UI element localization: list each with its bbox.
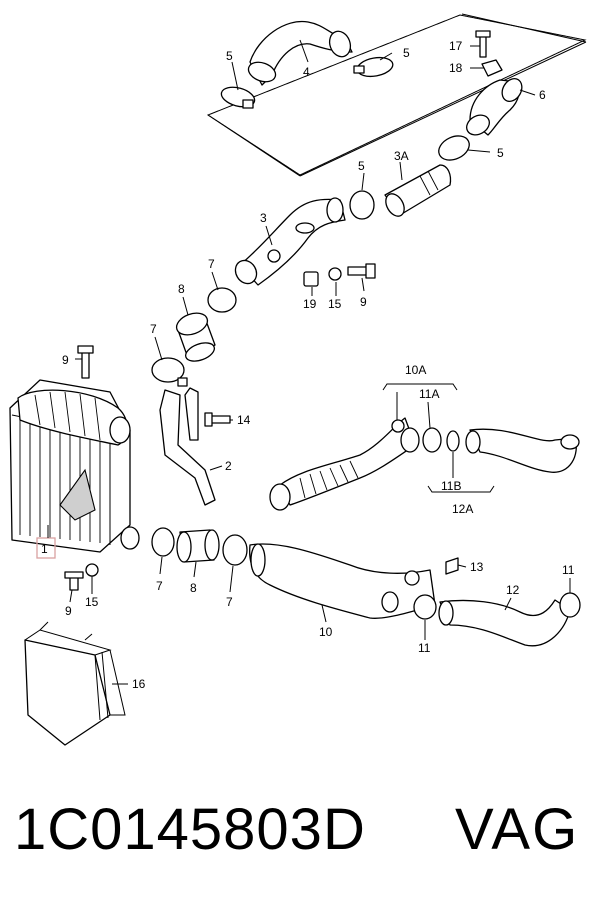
label-18: 18 bbox=[449, 61, 463, 75]
bracket-2 bbox=[159, 387, 216, 506]
clamp-11-mid bbox=[413, 594, 437, 620]
clamp-7-lower-right bbox=[222, 534, 248, 566]
part-1-highlight bbox=[36, 537, 56, 559]
bolt-9-intercooler bbox=[77, 345, 94, 379]
bracket-18 bbox=[481, 59, 503, 77]
label-4: 4 bbox=[303, 65, 310, 79]
label-11b: 11B bbox=[441, 479, 461, 493]
pipe-10a bbox=[269, 417, 420, 511]
label-15-upper: 15 bbox=[328, 297, 342, 311]
hose-12a bbox=[465, 428, 580, 473]
label-3: 3 bbox=[260, 211, 267, 225]
leader-lines bbox=[47, 39, 571, 685]
clamp-5-mid bbox=[349, 190, 375, 220]
caption-bar: 1C0145803D VAG bbox=[0, 790, 600, 900]
label-11a: 11A bbox=[419, 387, 439, 401]
label-9-lower: 9 bbox=[65, 604, 72, 618]
label-3a: 3A bbox=[394, 149, 409, 163]
label-7-upper: 7 bbox=[208, 257, 215, 271]
clamp-7-upper bbox=[207, 287, 237, 313]
ring-11a bbox=[422, 427, 442, 453]
air-duct-16 bbox=[24, 621, 126, 746]
pipe-3 bbox=[234, 197, 346, 286]
label-7-lower-right: 7 bbox=[226, 595, 233, 609]
washer-15-upper bbox=[328, 267, 342, 281]
group-bracket-12a bbox=[427, 485, 495, 493]
label-8-upper: 8 bbox=[178, 282, 185, 296]
label-17: 17 bbox=[449, 39, 463, 53]
nut-19 bbox=[303, 271, 319, 287]
label-10a: 10A bbox=[405, 363, 426, 377]
bolt-14 bbox=[204, 412, 231, 427]
nut-13 bbox=[445, 557, 459, 575]
label-15-lower: 15 bbox=[85, 595, 99, 609]
bolt-17 bbox=[475, 30, 491, 58]
label-9-upper: 9 bbox=[360, 295, 367, 309]
label-1: 1 bbox=[41, 542, 48, 556]
clamp-7-lower-left bbox=[151, 527, 175, 557]
ring-11b bbox=[446, 430, 460, 452]
label-7-lower-left: 7 bbox=[156, 579, 163, 593]
elbow-6 bbox=[466, 78, 523, 136]
label-2: 2 bbox=[225, 459, 232, 473]
sleeve-8-upper bbox=[175, 312, 216, 362]
group-bracket-10a bbox=[382, 383, 458, 391]
bolt-9-lower bbox=[64, 571, 84, 591]
pipe-10 bbox=[249, 543, 436, 619]
label-14: 14 bbox=[237, 413, 251, 427]
label-9-intercooler: 9 bbox=[62, 353, 69, 367]
upper-hose-frame bbox=[206, 14, 587, 176]
hose-3a bbox=[384, 164, 452, 217]
label-5-right: 5 bbox=[497, 146, 504, 160]
label-5-top-right: 5 bbox=[403, 46, 410, 60]
hose-4 bbox=[247, 20, 353, 86]
label-12a: 12A bbox=[452, 502, 473, 516]
parts-exploded-diagram: 1 2 3 3A 4 5 5 5 5 6 7 7 7 7 7 8 8 9 9 9… bbox=[9, 13, 587, 746]
sleeve-8-lower bbox=[176, 529, 220, 563]
hose-12 bbox=[438, 599, 571, 647]
brand-name: VAG bbox=[455, 797, 580, 862]
washer-15-lower bbox=[85, 563, 99, 577]
label-5-top-left: 5 bbox=[226, 49, 233, 63]
label-13: 13 bbox=[470, 560, 484, 574]
label-19: 19 bbox=[303, 297, 317, 311]
part-number: 1C0145803D bbox=[14, 797, 366, 862]
clamp-5-top-left bbox=[220, 86, 256, 109]
label-8-lower: 8 bbox=[190, 581, 197, 595]
clamp-5-top-right bbox=[353, 56, 394, 78]
clamp-5-right bbox=[438, 135, 470, 161]
intercooler-1 bbox=[9, 379, 140, 553]
clamp-11-right bbox=[559, 592, 581, 618]
label-16: 16 bbox=[132, 677, 146, 691]
label-5-mid: 5 bbox=[358, 159, 365, 173]
clamp-7-left bbox=[151, 357, 188, 387]
label-12: 12 bbox=[506, 583, 520, 597]
label-6: 6 bbox=[539, 88, 546, 102]
label-7-left: 7 bbox=[150, 322, 157, 336]
label-11-mid: 11 bbox=[418, 641, 431, 655]
label-11-right: 11 bbox=[562, 563, 575, 577]
bolt-9-upper bbox=[347, 263, 376, 279]
label-10: 10 bbox=[319, 625, 333, 639]
upper-hose-frame-detail bbox=[207, 13, 587, 177]
